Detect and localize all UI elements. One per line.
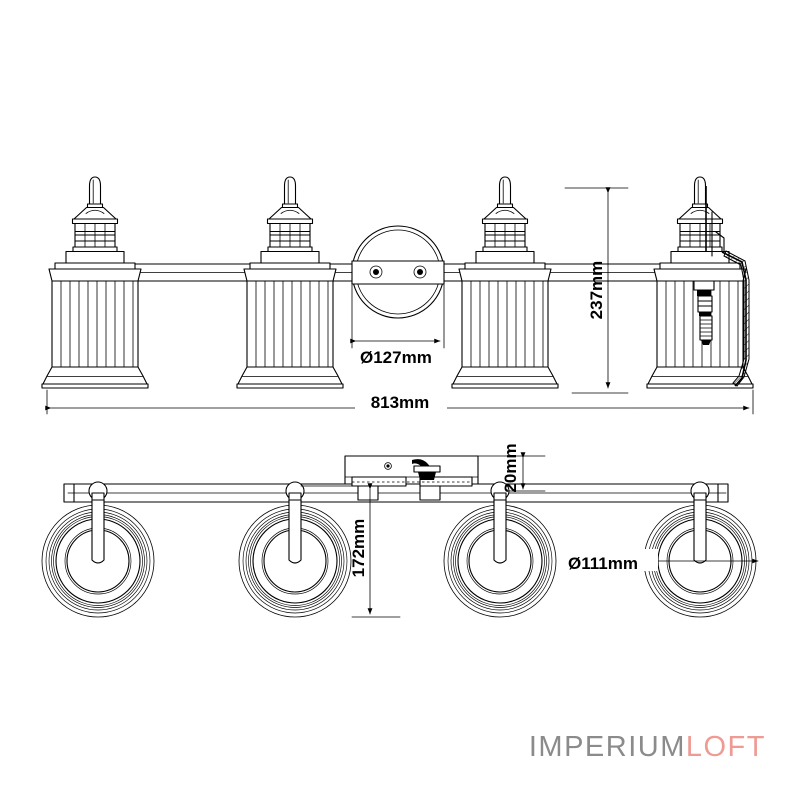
dimension-depth-172: 172mm [300,483,401,618]
dim-label-dia-127: Ø127mm [360,348,432,367]
front-lamp-3 [451,176,559,389]
dimension-height-237: 237mm [564,187,629,394]
dimension-width-813: 813mm [45,389,754,415]
front-lamp-1 [41,176,149,389]
logo-text-imperium: IMPERIUM [528,731,686,763]
top-rail [63,483,729,503]
dim-label-depth-172: 172mm [349,519,368,578]
dimension-depth-20: 20mm [477,443,546,493]
dim-label-depth-20: 20mm [501,443,520,492]
front-lamp-2 [236,176,344,389]
canopy-backplate [351,225,445,319]
top-plan-view: 20mm 172mm Ø111mm [41,443,759,618]
dim-label-height-237: 237mm [587,261,606,320]
front-lamp-4-section [646,176,754,389]
front-elevation-view: Ø127mm 237mm 813mm [41,176,754,415]
dim-label-dia-111: Ø111mm [568,554,638,573]
logo-text-loft: LOFT [685,731,766,763]
dim-label-width-813: 813mm [371,393,430,412]
top-canopy-plate [344,455,479,501]
brand-logo: IMPERIUM LOFT [529,731,766,764]
dimension-dia-127: Ø127mm [350,283,445,367]
dimension-dia-111: Ø111mm [562,549,759,573]
